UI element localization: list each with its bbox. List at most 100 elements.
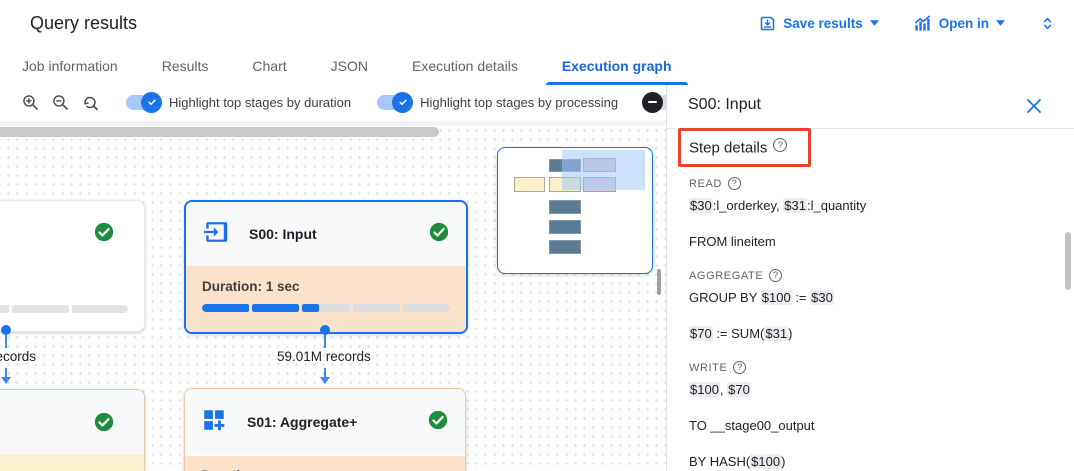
- progress-segment: [12, 305, 69, 313]
- panel-title: S00: Input: [688, 96, 761, 113]
- stage-card-s00-input[interactable]: S00: Input Duration: 1 sec: [184, 200, 468, 334]
- tab-execution-details[interactable]: Execution details: [411, 57, 518, 74]
- close-icon[interactable]: [1027, 99, 1041, 118]
- page-title: Query results: [30, 12, 138, 33]
- edge-arrowhead-icon: [320, 377, 330, 384]
- step-detail-line: $70 := SUM($31): [689, 326, 793, 341]
- open-in-button[interactable]: Open in: [913, 14, 1005, 33]
- header: Query results Save results Open in: [0, 0, 1074, 47]
- save-icon: [759, 15, 776, 32]
- edge-arrowhead-icon: [1, 377, 11, 384]
- highlight-duration-toggle[interactable]: [126, 91, 162, 113]
- stage-card-partial-top[interactable]: [0, 200, 145, 332]
- zoom-controls: [21, 93, 100, 112]
- horizontal-scrollbar-track[interactable]: [0, 121, 666, 126]
- toggle-duration-label: Highlight top stages by duration: [169, 94, 352, 110]
- edge-line: [5, 368, 7, 377]
- success-check-icon: [93, 411, 115, 438]
- zoom-reset-icon[interactable]: [81, 93, 100, 112]
- minimap-stage-rect: [549, 220, 581, 234]
- tab-json[interactable]: JSON: [330, 57, 368, 74]
- expand-collapse-icon[interactable]: [1039, 14, 1056, 33]
- toggle-knob-check-icon: [141, 91, 162, 113]
- step-details-label: Step details: [689, 139, 768, 157]
- stage-title: S01: Aggregate+: [247, 414, 358, 430]
- tab-results[interactable]: Results: [161, 57, 209, 74]
- edge-output-dot: [320, 325, 330, 335]
- step-details-heading: Step details: [689, 138, 788, 157]
- panel-scrollbar-thumb[interactable]: [1065, 232, 1071, 290]
- stage-card-header: S01: Aggregate+: [185, 389, 465, 455]
- step-detail-line: FROM lineitem: [689, 234, 776, 249]
- tab-chart[interactable]: Chart: [252, 57, 287, 74]
- save-results-label: Save results: [783, 15, 863, 31]
- edge-line: [324, 368, 326, 377]
- graph-toolbar: Highlight top stages by duration Highlig…: [0, 85, 679, 119]
- progress-segment: [402, 304, 451, 312]
- step-section-label: AGGREGATE: [689, 269, 783, 282]
- step-section-label: READ: [689, 177, 741, 190]
- step-detail-line: GROUP BY $100 := $30: [689, 290, 834, 305]
- stage-card-duration-section: Duration:: [185, 456, 465, 471]
- progress-segment: [0, 305, 10, 313]
- success-check-icon: [428, 221, 450, 248]
- tab-execution-graph[interactable]: Execution graph: [540, 46, 694, 85]
- input-stage-icon: [201, 218, 229, 251]
- stage-card-header: S00: Input: [186, 202, 466, 266]
- toggle-knob-check-icon: [392, 91, 414, 113]
- help-icon[interactable]: [727, 177, 741, 190]
- panel-divider: [667, 128, 1074, 129]
- tab-job-information[interactable]: Job information: [22, 57, 118, 74]
- edge-records-label: records: [0, 349, 37, 364]
- stage-title: S00: Input: [249, 226, 317, 242]
- help-icon[interactable]: [769, 269, 783, 282]
- horizontal-scrollbar-thumb[interactable]: [0, 127, 439, 137]
- step-detail-line: TO __stage00_output: [689, 418, 815, 433]
- help-icon[interactable]: [773, 138, 788, 152]
- step-detail-line: BY HASH($100): [689, 454, 786, 469]
- toggle-processing-group: Highlight top stages by processing: [377, 91, 619, 113]
- minimap-stage-rect: [549, 240, 581, 254]
- progress-segment: [252, 304, 300, 312]
- edge-output-dot: [1, 325, 11, 335]
- stage-card-processing-section: [0, 454, 144, 471]
- caret-down-icon: [996, 20, 1005, 26]
- progress-segment: [302, 304, 350, 312]
- caret-down-icon: [869, 20, 879, 26]
- aggregate-stage-icon: [201, 407, 227, 438]
- step-section-label: WRITE: [689, 361, 747, 374]
- minimap-stage-rect: [514, 177, 545, 192]
- vertical-scrollbar-thumb[interactable]: [657, 269, 661, 295]
- toggle-knob-minus-icon: [642, 91, 664, 113]
- edge-records-label: 59.01M records: [277, 349, 371, 364]
- execution-graph-canvas[interactable]: S00: Input Duration: 1 sec S01: Aggregat…: [0, 119, 666, 471]
- progress-segment: [202, 304, 250, 312]
- zoom-out-icon[interactable]: [51, 93, 70, 112]
- stage-card-partial-bottom[interactable]: [0, 389, 145, 471]
- stage-card-s01-aggregate[interactable]: S01: Aggregate+ Duration:: [184, 388, 466, 471]
- edge-line: [5, 335, 7, 348]
- success-check-icon: [93, 221, 115, 248]
- zoom-in-icon[interactable]: [21, 93, 40, 112]
- toggle-duration-group: Highlight top stages by duration: [126, 91, 352, 113]
- stage-card-header: [0, 390, 144, 453]
- stage-progress-bar: [202, 304, 451, 312]
- tab-bar: Job information Results Chart JSON Execution…: [0, 46, 1074, 86]
- toggle-processing-label: Highlight top stages by processing: [420, 94, 619, 110]
- open-in-label: Open in: [938, 15, 989, 31]
- step-detail-line: $100, $70: [689, 382, 751, 397]
- step-detail-line: $30:l_orderkey, $31:l_quantity: [689, 198, 867, 213]
- stage-card-duration-section: Duration: 1 sec: [186, 266, 466, 332]
- edge-line: [324, 335, 326, 348]
- minimap[interactable]: [497, 147, 653, 274]
- help-icon[interactable]: [733, 361, 747, 374]
- progress-segment: [71, 305, 128, 313]
- header-actions: Save results Open in: [759, 0, 1056, 46]
- save-results-button[interactable]: Save results: [759, 15, 879, 32]
- minimap-viewport[interactable]: [562, 150, 645, 190]
- success-check-icon: [427, 409, 449, 436]
- red-highlight-box: [678, 128, 811, 167]
- chart-icon: [913, 14, 932, 33]
- highlight-processing-toggle[interactable]: [377, 91, 414, 113]
